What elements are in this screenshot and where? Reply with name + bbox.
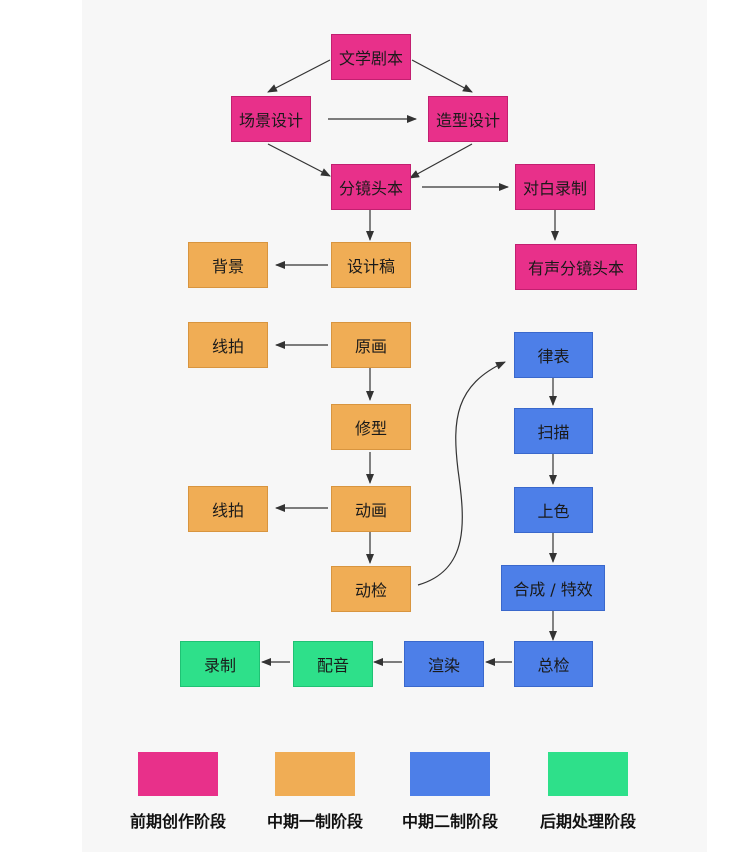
node-yousheng: 有声分镜头本 [515, 244, 637, 290]
legend-label-post: 后期处理阶段 [539, 812, 636, 831]
node-peiyin: 配音 [293, 641, 373, 687]
node-yuanhua: 原画 [331, 322, 411, 368]
node-fenjing: 分镜头本 [331, 164, 411, 210]
legend-swatch-mid2 [410, 752, 490, 796]
node-donghua: 动画 [331, 486, 411, 532]
node-wenxue: 文学剧本 [331, 34, 411, 80]
node-luzhi: 录制 [180, 641, 260, 687]
node-xianpai-1: 线拍 [188, 322, 268, 368]
node-hecheng: 合成 / 特效 [501, 565, 605, 611]
node-duibai: 对白录制 [515, 164, 595, 210]
arrow-wenxue-zaoxing [411, 59, 473, 93]
node-xiuxing: 修型 [331, 404, 411, 450]
legend-label-mid1: 中期一制阶段 [266, 812, 363, 831]
legend-label-pre: 前期创作阶段 [129, 812, 226, 831]
legend-swatch-mid1 [275, 752, 355, 796]
arrow-dongjian-lvbiao [417, 361, 506, 586]
node-shangse: 上色 [514, 487, 593, 533]
node-xianpai-2: 线拍 [188, 486, 268, 532]
node-sheji: 设计稿 [331, 242, 411, 288]
arrow-wenxue-changjing [267, 59, 331, 93]
node-saomiao: 扫描 [514, 408, 593, 454]
arrow-zaoxing-fenjing [409, 143, 473, 179]
node-changjing: 场景设计 [231, 96, 311, 142]
legend-label-mid2: 中期二制阶段 [401, 812, 498, 831]
node-beijing: 背景 [188, 242, 268, 288]
legend-swatch-post [548, 752, 628, 796]
node-lvbiao: 律表 [514, 332, 593, 378]
node-zaoxing: 造型设计 [428, 96, 508, 142]
node-xuanran: 渲染 [404, 641, 484, 687]
arrow-changjing-fenjing [267, 143, 331, 177]
node-dongjian: 动检 [331, 566, 411, 612]
node-zongjian: 总检 [514, 641, 593, 687]
legend-swatch-pre [138, 752, 218, 796]
